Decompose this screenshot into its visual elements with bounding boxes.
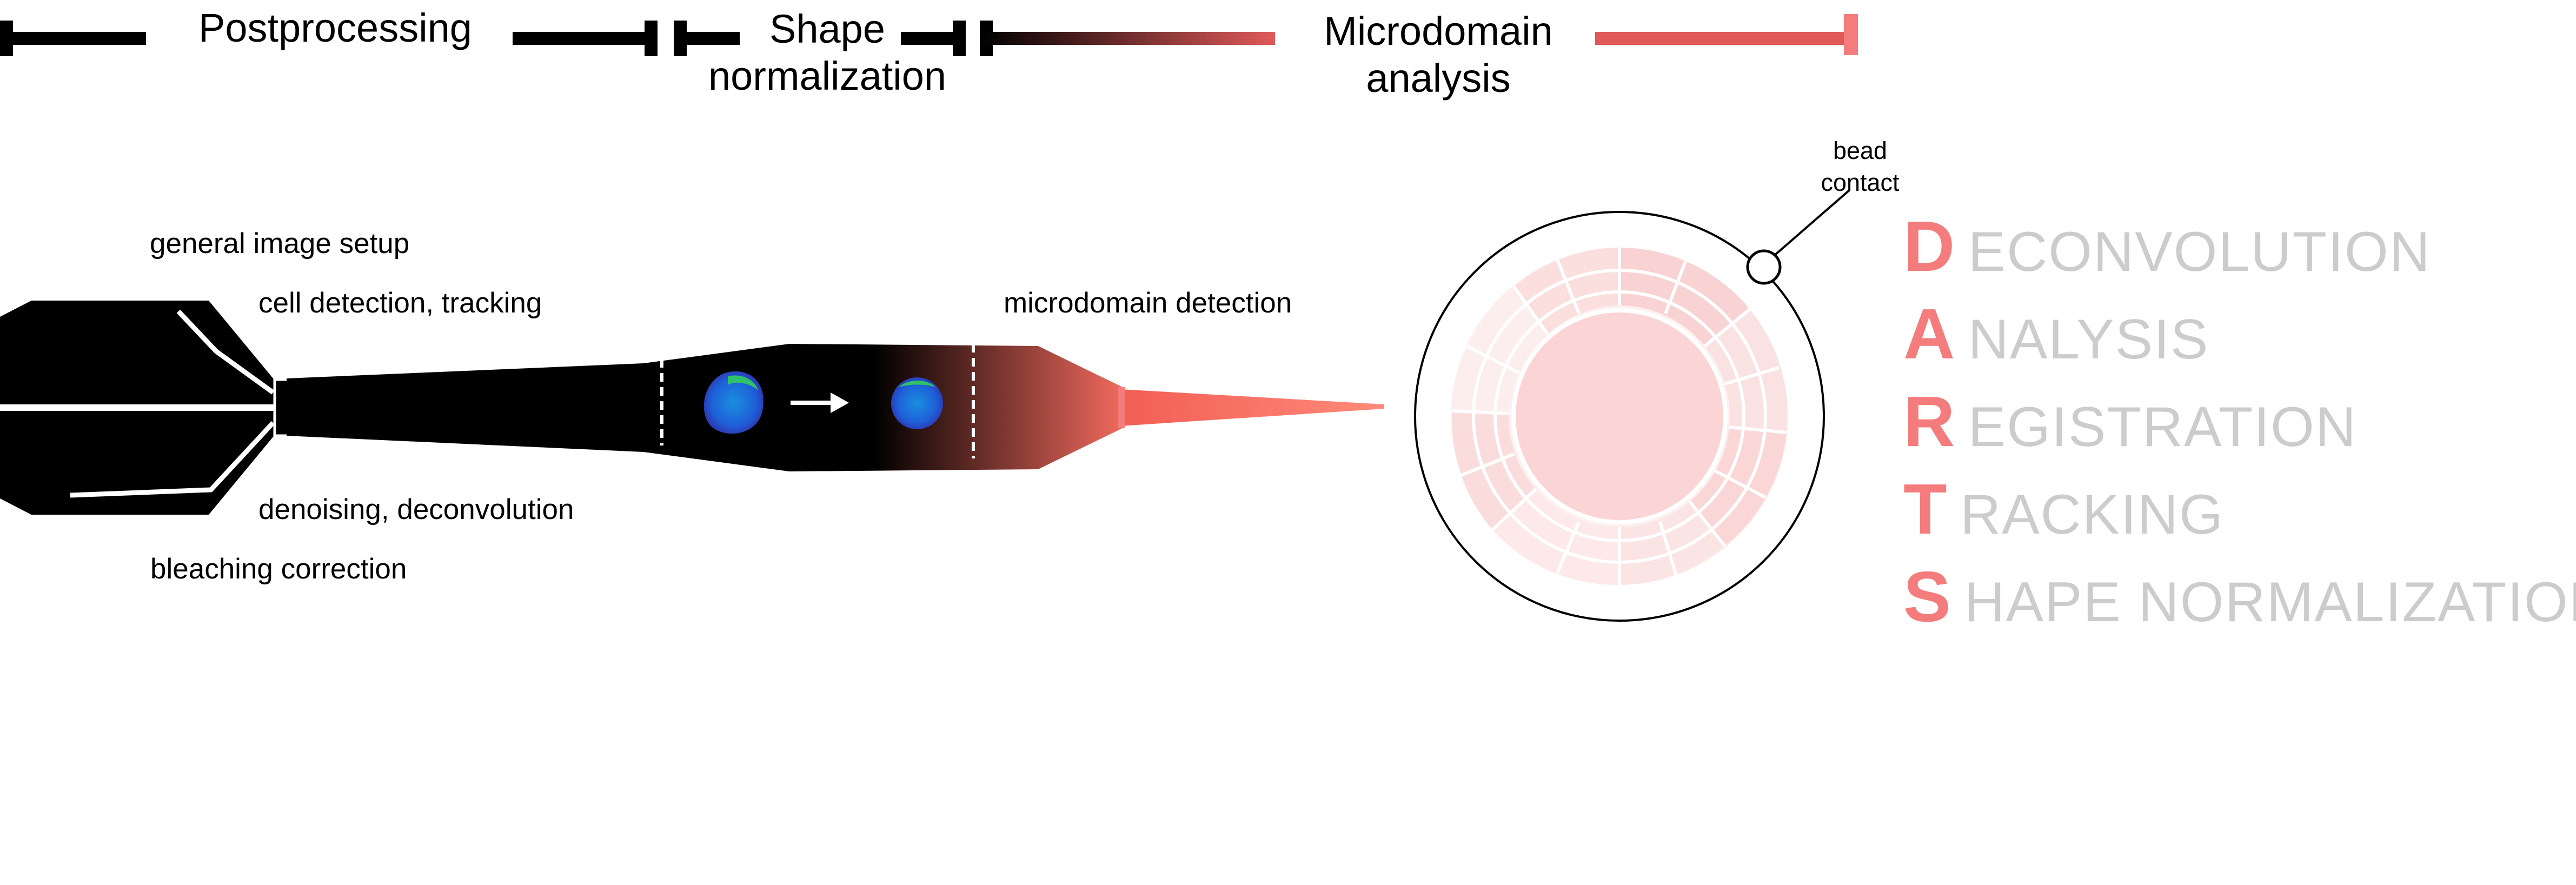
acronym-row-a: A NALYSIS	[1903, 298, 2209, 370]
dart-flight-line	[70, 421, 275, 498]
dart-barrel	[643, 344, 1125, 471]
dart-flight-upper	[0, 301, 281, 404]
timeline	[0, 14, 1858, 56]
dart-flight-line	[176, 309, 275, 395]
stage-label-shape-normalization: Shape normalization	[708, 6, 947, 99]
acronym-word: HAPE NORMALIZATION	[1964, 571, 2576, 634]
cell-before-icon	[703, 371, 763, 434]
cell-after-icon	[891, 377, 943, 429]
stage-label-postprocessing: Postprocessing	[198, 5, 472, 50]
acronym-letter: S	[1903, 557, 1951, 636]
timeline-cap	[953, 21, 966, 56]
annotation-cell-detection: cell detection, tracking	[258, 287, 542, 319]
acronym-row-r: R EGISTRATION	[1903, 386, 2357, 457]
stage-label-microdomain-analysis: Microdomain analysis	[1324, 9, 1553, 101]
acronym-word: RACKING	[1960, 483, 2224, 546]
timeline-bar-postprocessing-right	[513, 32, 656, 45]
annotation-microdomain-detection: microdomain detection	[1004, 287, 1292, 319]
timeline-bar-postprocessing-left	[0, 32, 146, 45]
timeline-bar-microdomain-left	[980, 32, 1275, 45]
annotation-denoising: denoising, deconvolution	[258, 494, 574, 525]
dart-point	[1120, 389, 1384, 426]
acronym-row-t: T RACKING	[1903, 474, 2224, 545]
annotation-general-image-setup: general image setup	[150, 228, 410, 259]
dart-point-ring	[1118, 387, 1125, 428]
dart-icon	[0, 301, 1384, 515]
annotation-bleaching-correction: bleaching correction	[150, 553, 407, 585]
acronym-letter: R	[1903, 382, 1955, 461]
radial-map-icon	[1414, 211, 1825, 622]
radial-inner-disc	[1511, 308, 1728, 524]
timeline-cap-end	[1844, 14, 1858, 55]
timeline-cap	[645, 21, 658, 56]
acronym-word: EGISTRATION	[1968, 396, 2358, 458]
bead-icon	[1746, 189, 1850, 285]
acronym-letter: D	[1903, 207, 1955, 286]
arrow-right-icon	[791, 392, 849, 413]
timeline-bar-microdomain-right	[1595, 32, 1849, 45]
acronym-word: ECONVOLUTION	[1968, 221, 2431, 283]
acronym-letter: A	[1903, 294, 1955, 374]
acronym-row-s: S HAPE NORMALIZATION	[1903, 561, 2576, 633]
timeline-bar-shape-left	[674, 32, 740, 45]
acronym-letter: T	[1903, 469, 1947, 549]
acronym-row-d: D ECONVOLUTION	[1903, 211, 2431, 282]
acronym-word: NALYSIS	[1968, 308, 2209, 371]
annotation-bead-contact: bead contact	[1821, 137, 1900, 196]
dart-shaft	[287, 363, 643, 452]
